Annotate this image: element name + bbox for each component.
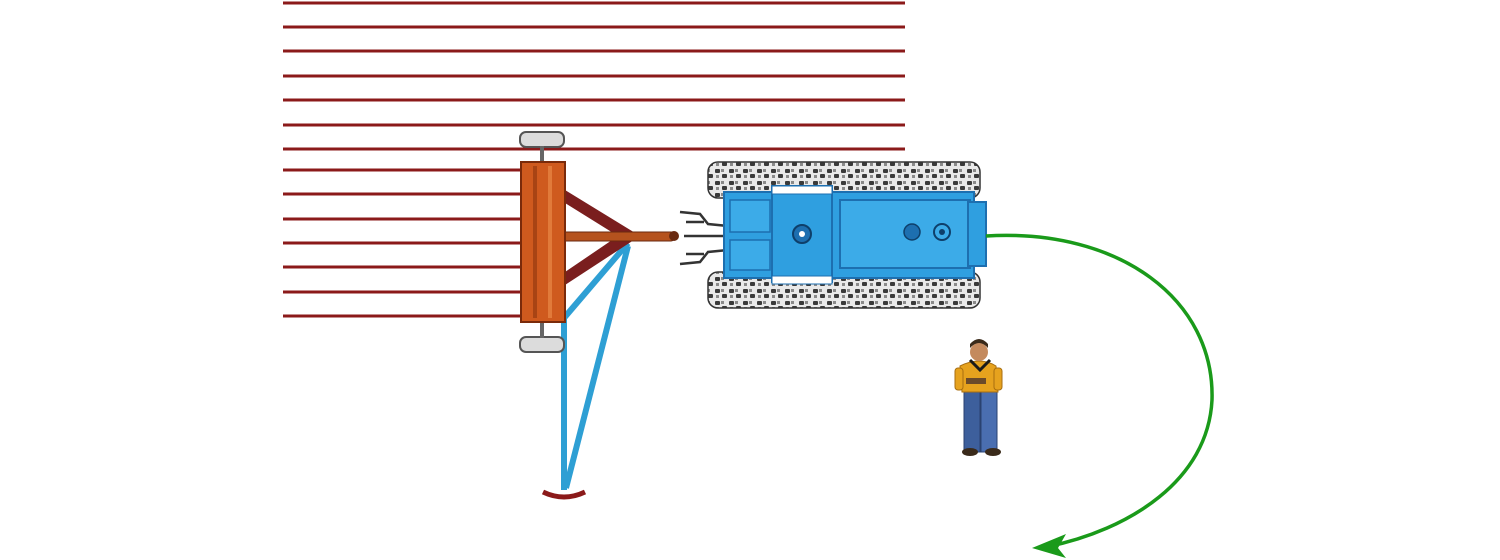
implement-wheel-top	[519, 131, 565, 148]
seeder-body	[520, 161, 566, 323]
implement-wheel-bottom	[519, 336, 565, 353]
air-intake	[903, 223, 921, 241]
drawbar	[561, 231, 675, 242]
hitch-arms	[679, 210, 729, 266]
turn-arrow-icon	[985, 233, 1214, 558]
stabilizer-foot	[541, 489, 587, 500]
furrow-lines-upper	[283, 1, 905, 151]
furrow-lines-lower	[283, 168, 522, 318]
seeder-implement-icon	[519, 131, 679, 353]
tractor-icon	[707, 161, 987, 309]
worker-icon	[954, 339, 1003, 456]
